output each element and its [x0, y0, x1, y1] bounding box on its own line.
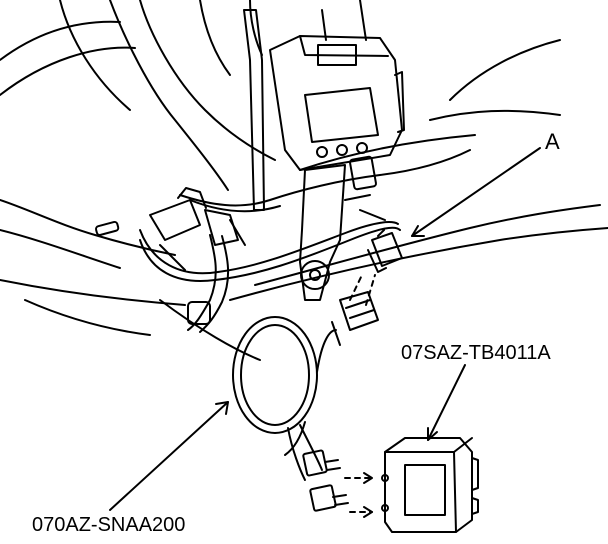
tester-part-number-label: 07SAZ-TB4011A	[401, 342, 551, 364]
harness-label-leader	[109, 401, 229, 511]
retractor-side-connector	[344, 155, 377, 201]
test-harness-coil	[232, 316, 337, 481]
body-panel	[0, 0, 608, 361]
connector-a	[367, 229, 403, 273]
callout-a-leader	[411, 147, 541, 237]
test-harness-connector	[331, 291, 379, 346]
tester-label-leader	[427, 364, 466, 441]
tester-box	[381, 437, 479, 533]
harness-connector-cluster	[149, 187, 239, 271]
retractor-bracket	[299, 164, 346, 301]
plug-arrows	[344, 472, 373, 518]
panel-clip	[95, 220, 120, 237]
callout-a-label: A	[545, 129, 560, 154]
seat-belt-retractor	[269, 35, 405, 171]
vehicle-wire-harness	[139, 149, 471, 333]
test-harness-plugs	[302, 449, 349, 512]
harness-part-number-label: 070AZ-SNAA200	[32, 514, 186, 536]
